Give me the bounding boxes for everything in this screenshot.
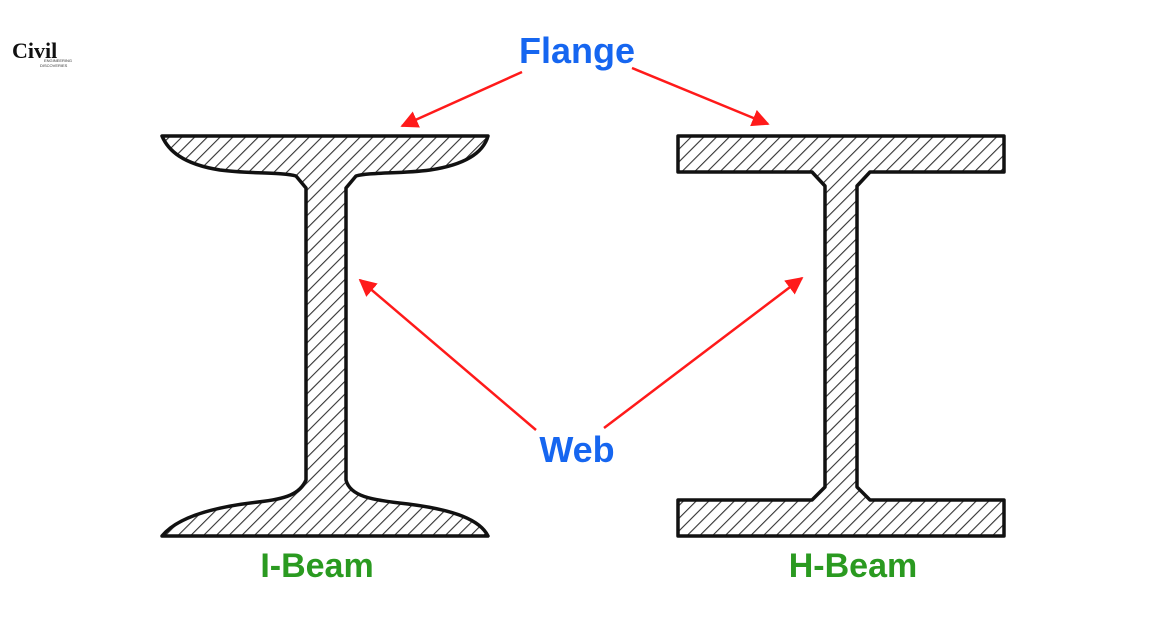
logo-subtitle-1: ENGINEERING [44, 58, 72, 63]
web-label: Web [539, 429, 614, 470]
logo-subtitle-2: DISCOVERIES [40, 63, 68, 68]
h-beam-section [676, 134, 1006, 538]
h-beam-label: H-Beam [789, 547, 917, 585]
flange-arrow-right [631, 66, 770, 127]
flange-label: Flange [519, 30, 635, 71]
logo-text: Civil [12, 38, 57, 63]
web-arrow-left [358, 278, 537, 431]
i-beam-label: I-Beam [260, 547, 373, 585]
logo: Civil ENGINEERING DISCOVERIES [12, 38, 72, 68]
web-arrow-right [603, 276, 804, 429]
flange-arrow-left [400, 70, 523, 128]
i-beam-section [160, 134, 490, 538]
